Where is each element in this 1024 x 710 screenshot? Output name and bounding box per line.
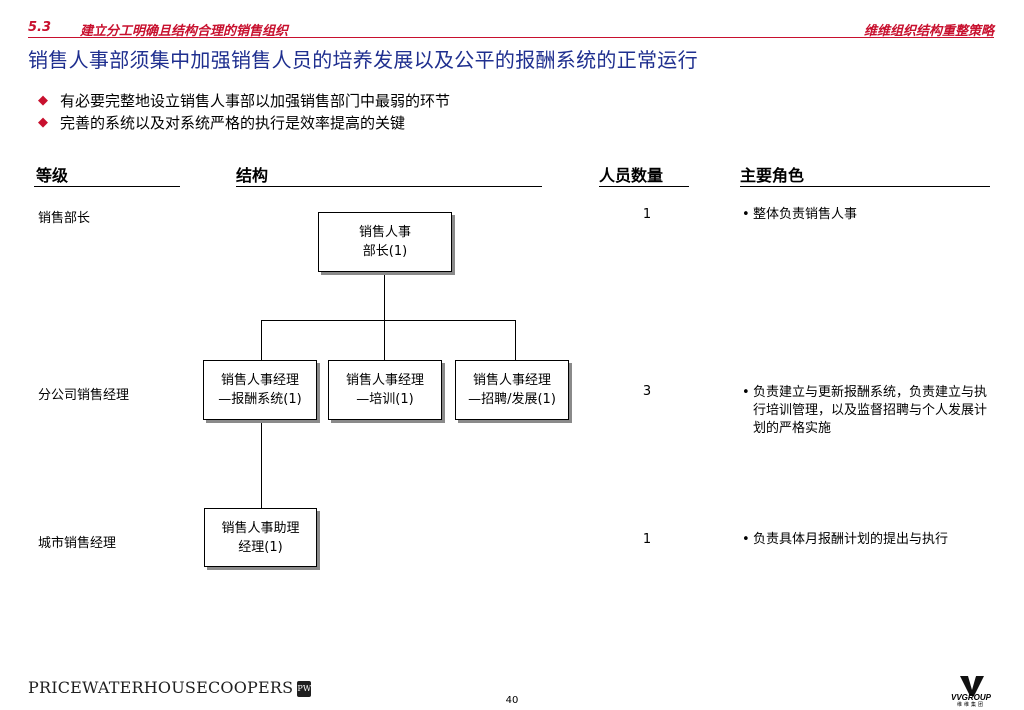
row-headcount: 1 (642, 207, 652, 222)
column-header-level: 等级 (36, 166, 69, 185)
org-connector (261, 320, 515, 321)
diamond-bullet-icon: ◆ (38, 93, 48, 108)
row-headcount: 1 (642, 532, 652, 547)
org-box-line: 销售人事经理 (472, 373, 551, 388)
header-rule (28, 37, 994, 38)
row-role-text: 负责建立与更新报酬系统，负责建立与执行培训管理，以及监督招聘与个人发展计划的严格… (753, 385, 988, 436)
org-box-line: 销售人事经理 (220, 373, 299, 388)
section-number: 5.3 (28, 20, 52, 35)
column-rule (34, 186, 180, 187)
org-connector (384, 320, 385, 361)
vvgroup-logo-text: VVGROUP (950, 693, 991, 702)
org-box-hr-manager-training: 销售人事经理 —培训(1) (328, 360, 442, 420)
vvgroup-mark-icon (960, 676, 984, 696)
org-connector (261, 420, 262, 509)
page-title: 销售人事部须集中加强销售人员的培养发展以及公平的报酬系统的正常运行 (28, 48, 698, 72)
row-headcount: 3 (642, 384, 652, 399)
column-rule (236, 186, 542, 187)
pwc-logo-text: PRICEWATERHOUSECOOPERS (28, 678, 294, 697)
section-title: 建立分工明确且结构合理的销售组织 (80, 24, 289, 39)
org-box-hr-assistant-manager: 销售人事助理 经理(1) (204, 508, 317, 567)
bullet-dot-icon: • (742, 207, 750, 222)
org-connector (384, 272, 385, 320)
report-title: 维维组织结构重整策略 (863, 24, 994, 39)
row-role: • 负责建立与更新报酬系统，负责建立与执行培训管理，以及监督招聘与个人发展计划的… (742, 384, 992, 438)
row-role: • 整体负责销售人事 (742, 206, 992, 224)
row-level-label: 销售部长 (38, 211, 91, 226)
row-level-label: 城市销售经理 (38, 536, 117, 551)
column-header-structure: 结构 (236, 166, 269, 185)
org-box-sales-hr-director: 销售人事 部长(1) (318, 212, 452, 272)
pwc-badge-icon: PW (297, 680, 312, 697)
org-box-line: —报酬系统(1) (218, 392, 302, 407)
vvgroup-logo: VVGROUP 维维集团 (946, 676, 996, 708)
bullet-text: 有必要完整地设立销售人事部以加强销售部门中最弱的环节 (60, 92, 451, 110)
org-box-hr-manager-recruiting: 销售人事经理 —招聘/发展(1) (455, 360, 569, 420)
diamond-bullet-icon: ◆ (38, 115, 48, 130)
org-box-line: —培训(1) (356, 392, 414, 407)
row-role-text: 整体负责销售人事 (753, 207, 858, 222)
vvgroup-sub-text: 维维集团 (956, 702, 985, 708)
bullet-text: 完善的系统以及对系统严格的执行是效率提高的关键 (60, 114, 406, 132)
bullet-dot-icon: • (742, 532, 750, 547)
org-box-line: 销售人事经理 (345, 373, 424, 388)
org-box-line: 部长(1) (362, 244, 408, 259)
row-role: • 负责具体月报酬计划的提出与执行 (742, 531, 992, 549)
org-box-line: —招聘/发展(1) (468, 392, 556, 407)
row-level-label: 分公司销售经理 (38, 388, 130, 403)
bullet-item: ◆ 有必要完整地设立销售人事部以加强销售部门中最弱的环节 (38, 90, 450, 111)
column-rule (599, 186, 689, 187)
column-rule (740, 186, 990, 187)
column-header-role: 主要角色 (740, 166, 805, 185)
column-header-headcount: 人员数量 (599, 166, 664, 185)
org-connector (515, 320, 516, 361)
bullet-item: ◆ 完善的系统以及对系统严格的执行是效率提高的关键 (38, 112, 405, 133)
page-number: 40 (505, 695, 519, 706)
org-box-line: 销售人事 (358, 225, 411, 240)
org-connector (261, 320, 262, 361)
row-role-text: 负责具体月报酬计划的提出与执行 (753, 532, 949, 547)
bullet-dot-icon: • (742, 385, 750, 400)
org-box-hr-manager-compensation: 销售人事经理 —报酬系统(1) (203, 360, 317, 420)
org-box-line: 经理(1) (238, 539, 283, 555)
org-box-line: 销售人事助理 (221, 520, 300, 536)
